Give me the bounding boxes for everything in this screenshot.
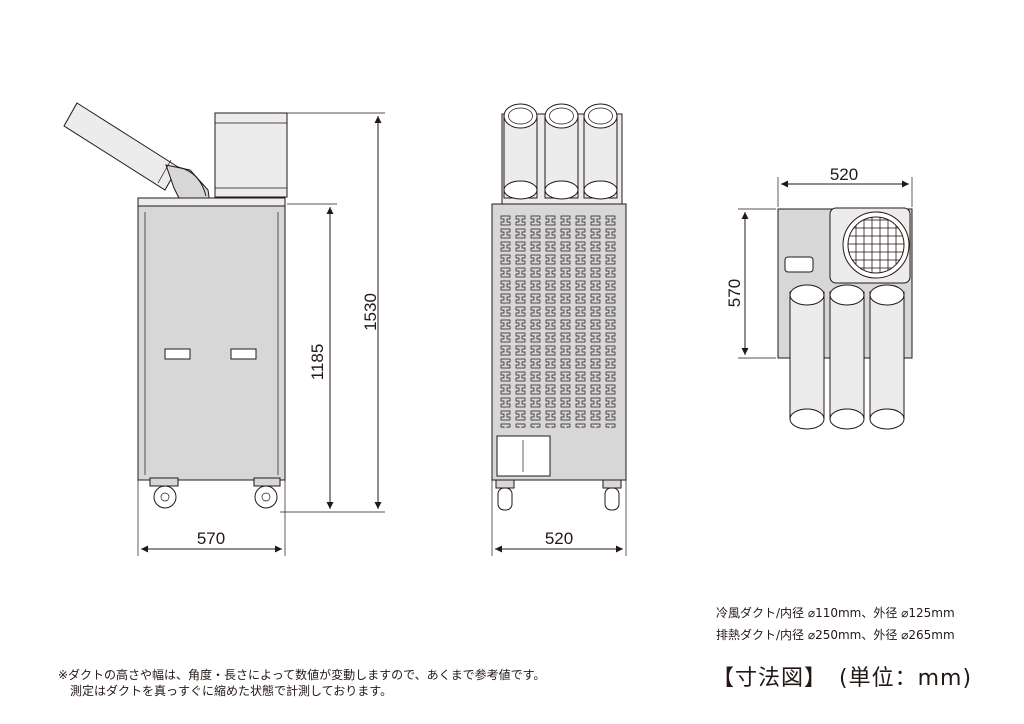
dim-side-width — [137, 480, 286, 556]
top-view: 520 570 — [725, 165, 913, 430]
side-view: 1530 1185 570 — [63, 102, 385, 556]
side-handle-right — [230, 348, 257, 360]
dim-top-width — [777, 177, 913, 207]
front-grille — [500, 214, 618, 428]
dim-side-body — [287, 203, 337, 509]
dim-side-total — [280, 112, 385, 513]
note-line-1: ※ダクトの高さや幅は、角度・長さによって数値が変動しますので、あくまで参考値です… — [58, 668, 546, 682]
dim-side-total-label: 1530 — [361, 293, 380, 331]
top-control-panel — [784, 256, 814, 273]
side-handle-left — [164, 348, 191, 360]
dim-top-depth-label: 570 — [725, 279, 744, 307]
front-filter-panel — [496, 435, 551, 477]
front-view: 520 — [491, 103, 627, 556]
front-caster-left — [495, 479, 515, 511]
dim-top-depth — [738, 208, 776, 359]
side-caster-left — [149, 477, 179, 509]
side-caster-right — [253, 477, 281, 509]
dim-side-width-label: 570 — [197, 529, 225, 548]
spec-cold-duct: 冷風ダクト/内径 ⌀110mm、外径 ⌀125mm — [716, 606, 955, 620]
dim-front-width — [491, 480, 627, 556]
spec-exhaust-duct: 排熱ダクト/内径 ⌀250mm、外径 ⌀265mm — [716, 628, 955, 642]
dim-side-body-label: 1185 — [308, 344, 327, 381]
dim-top-width-label: 520 — [830, 165, 858, 184]
drawing-title: 【寸法図】 (単位：mm) — [712, 666, 973, 691]
top-fan-mesh — [847, 216, 905, 274]
front-ducts — [501, 103, 623, 205]
top-ducts — [789, 284, 905, 430]
dim-front-width-label: 520 — [545, 529, 573, 548]
side-top-housing — [214, 112, 288, 198]
note-line-2: 測定はダクトを真っすぐに縮めた状態で計測しております。 — [58, 684, 393, 698]
side-duct — [63, 102, 211, 205]
side-body — [137, 203, 286, 481]
front-caster-right — [602, 479, 622, 511]
